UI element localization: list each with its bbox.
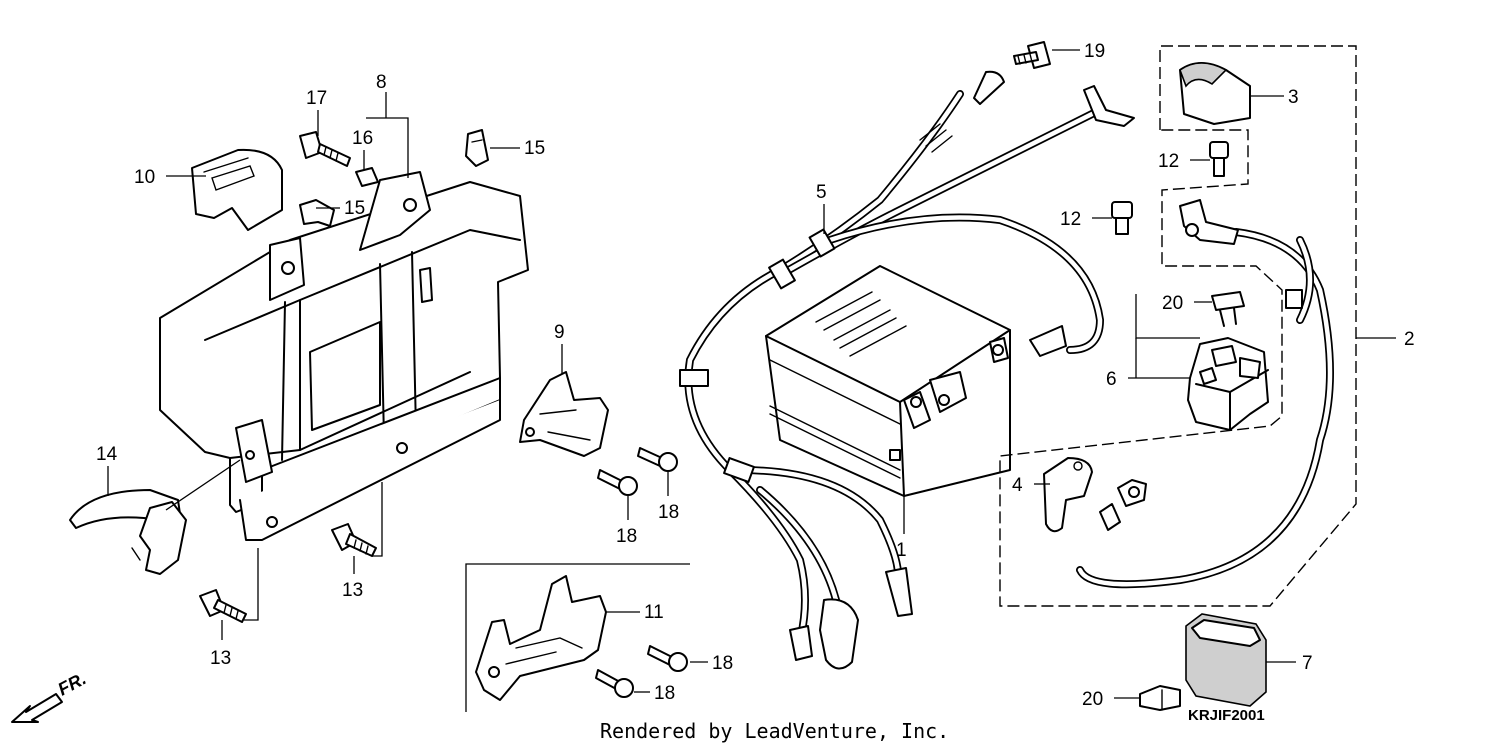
callout-20b: 20 <box>1082 689 1103 710</box>
fr-label: FR. <box>54 668 89 699</box>
clip-15-lower[interactable] <box>299 199 335 227</box>
fuse-20-lower[interactable] <box>1139 685 1181 711</box>
callout-2: 2 <box>1404 329 1415 350</box>
group-2-dashed-outline <box>999 45 1357 607</box>
screw-18-a[interactable] <box>637 447 678 472</box>
strap-14[interactable] <box>69 489 187 575</box>
fuse-20-upper[interactable] <box>1211 291 1245 327</box>
callout-9: 9 <box>554 322 565 343</box>
callout-4: 4 <box>1012 475 1023 496</box>
callout-15b: 15 <box>344 198 365 219</box>
cable-lug[interactable] <box>1117 479 1147 507</box>
bolt-13-right[interactable] <box>331 523 377 557</box>
callout-6: 6 <box>1106 369 1117 390</box>
clip-15-upper[interactable] <box>465 129 489 167</box>
bracket-11[interactable] <box>475 575 607 701</box>
group-13-bracket <box>244 482 383 621</box>
screw-18-d[interactable] <box>595 669 634 698</box>
callout-14: 14 <box>96 444 118 465</box>
callout-18d: 18 <box>654 683 675 704</box>
diagram-code: KRJIF2001 <box>1188 707 1265 724</box>
callout-12b: 12 <box>1060 209 1081 230</box>
starter-cable-2[interactable] <box>1076 199 1334 589</box>
terminal-cover-3[interactable] <box>1179 62 1251 125</box>
callout-8: 8 <box>376 72 387 93</box>
callout-1: 1 <box>896 540 907 561</box>
callout-19: 19 <box>1084 41 1105 62</box>
small-cover[interactable] <box>191 148 283 231</box>
callout-18c: 18 <box>712 653 733 674</box>
battery-box[interactable] <box>159 171 529 541</box>
callout-12a: 12 <box>1158 151 1179 172</box>
bolt-12-upper[interactable] <box>1209 141 1229 177</box>
callout-3: 3 <box>1288 87 1299 108</box>
callout-10: 10 <box>134 167 155 188</box>
bolt-12-lower[interactable] <box>1111 201 1133 235</box>
render-credit: Rendered by LeadVenture, Inc. <box>600 719 949 743</box>
battery-1[interactable] <box>765 265 1011 497</box>
bolt-17[interactable] <box>299 131 351 167</box>
terminal-cover-4[interactable] <box>1043 457 1093 533</box>
callout-11: 11 <box>644 602 664 623</box>
collar-16[interactable] <box>355 167 379 187</box>
front-direction-arrow: FR. <box>11 668 89 723</box>
callout-13a: 13 <box>342 580 363 601</box>
bolt-13-left[interactable] <box>199 589 247 623</box>
leader-lines <box>107 49 1396 699</box>
bracket-11-frame <box>465 563 690 712</box>
callout-17: 17 <box>306 88 327 109</box>
bracket-9[interactable] <box>519 371 609 457</box>
callout-16: 16 <box>352 128 373 149</box>
callout-18b: 18 <box>616 526 637 547</box>
callout-20a: 20 <box>1162 293 1183 314</box>
callout-13b: 13 <box>210 648 231 669</box>
callout-5: 5 <box>816 182 827 203</box>
callout-7: 7 <box>1302 653 1313 674</box>
group-8-bracket <box>366 117 409 178</box>
starter-relay-6[interactable] <box>1187 337 1269 431</box>
callout-15a: 15 <box>524 138 545 159</box>
callout-18a: 18 <box>658 502 679 523</box>
callout-labels: 8 17 16 15 15 10 14 13 13 9 18 18 11 18 … <box>96 41 1415 710</box>
bolt-19[interactable] <box>1013 41 1051 69</box>
harness-5[interactable] <box>679 70 1135 670</box>
screw-18-c[interactable] <box>647 645 688 672</box>
fuse-box-7[interactable] <box>1185 613 1267 707</box>
screw-18-b[interactable] <box>597 469 638 496</box>
